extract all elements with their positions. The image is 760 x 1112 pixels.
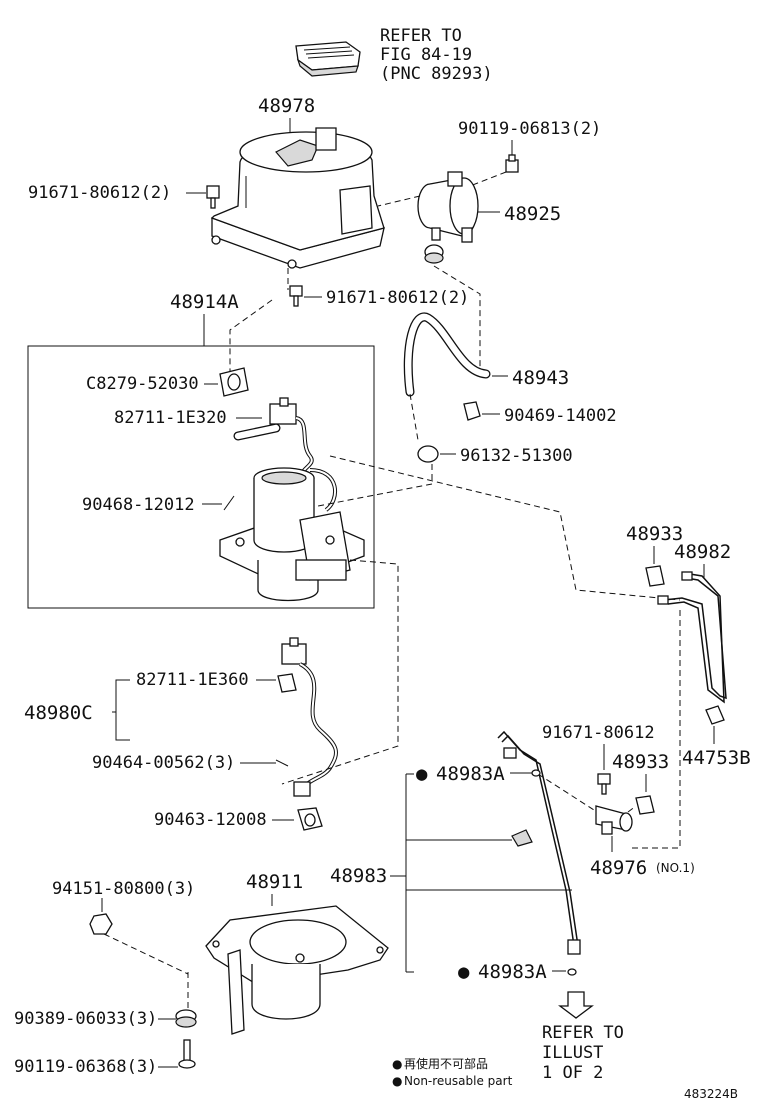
label-48933-lower[interactable]: 48933	[612, 751, 669, 773]
tie-90468-12012	[223, 495, 235, 511]
clamp-under-canister	[424, 244, 444, 264]
refer-bottom-line3: 1 OF 2	[542, 1063, 603, 1083]
nut-94151-80800	[89, 913, 113, 935]
pump-assembly-box	[27, 345, 375, 609]
pipe-48982	[657, 571, 727, 704]
clip-48933-lower	[635, 795, 655, 815]
label-91671-80612-2-upper[interactable]: 91671-80612(2)	[28, 183, 171, 203]
legend-english: Non-reusable part	[404, 1074, 513, 1088]
valve-48976	[595, 805, 633, 835]
clip-C8279-52030	[219, 367, 249, 397]
legend-bullet-jp: ●	[392, 1057, 402, 1071]
part-44753B	[705, 705, 725, 725]
refer-bottom-line2: ILLUST	[542, 1043, 603, 1063]
label-90469-14002[interactable]: 90469-14002	[504, 406, 617, 426]
refer-top-line3: (PNC 89293)	[380, 64, 493, 84]
legend-japanese: 再使用不可部品	[404, 1056, 488, 1071]
label-48911[interactable]: 48911	[246, 871, 303, 893]
label-82711-1E360[interactable]: 82711-1E360	[136, 670, 249, 690]
refer-top-line1: REFER TO	[380, 26, 462, 46]
pump-motor-48914A	[219, 467, 365, 602]
bracket-48911	[205, 905, 389, 1035]
label-48980C[interactable]: 48980C	[24, 702, 93, 724]
label-48983[interactable]: 48983	[330, 865, 387, 887]
label-48933-upper[interactable]: 48933	[626, 523, 683, 545]
label-48983A-bottom[interactable]: 48983A	[478, 961, 547, 983]
label-90464-00562[interactable]: 90464-00562(3)	[92, 753, 235, 773]
bushing-90389-06033	[175, 1009, 197, 1028]
label-48982[interactable]: 48982	[674, 541, 731, 563]
refer-top-line2: FIG 84-19	[380, 45, 472, 65]
label-48925[interactable]: 48925	[504, 203, 561, 225]
label-48978[interactable]: 48978	[258, 95, 315, 117]
label-90389-06033[interactable]: 90389-06033(3)	[14, 1009, 157, 1029]
bolt-91671-80612-upper	[206, 185, 220, 209]
label-48983A-top[interactable]: 48983A	[436, 763, 505, 785]
label-44753B[interactable]: 44753B	[682, 747, 751, 769]
clip-48933-upper	[645, 565, 665, 587]
label-90119-06368[interactable]: 90119-06368(3)	[14, 1057, 157, 1077]
arrow-down-icon	[558, 991, 594, 1019]
bolt-91671-80612-right	[597, 773, 611, 795]
ecu-module-reference	[295, 41, 361, 77]
clamp-96132-51300	[417, 445, 439, 463]
bullet-48983A-bottom: ●	[458, 961, 470, 983]
wire-48980C	[277, 637, 338, 797]
label-90119-06813[interactable]: 90119-06813(2)	[458, 119, 601, 139]
label-48943[interactable]: 48943	[512, 367, 569, 389]
pipe-sleeve	[233, 423, 281, 441]
bolt-90119-06368	[178, 1039, 196, 1069]
label-90463-12008[interactable]: 90463-12008	[154, 810, 267, 830]
label-82711-1E320[interactable]: 82711-1E320	[114, 408, 227, 428]
label-96132-51300[interactable]: 96132-51300	[460, 446, 573, 466]
bullet-48983A-top: ●	[416, 763, 428, 785]
cover-48978	[210, 127, 385, 269]
label-91671-80612-2-mid[interactable]: 91671-80612(2)	[326, 288, 469, 308]
label-94151-80800[interactable]: 94151-80800(3)	[52, 879, 195, 899]
label-90468-12012[interactable]: 90468-12012	[82, 495, 195, 515]
pipe-48983	[497, 730, 581, 976]
label-48914A[interactable]: 48914A	[170, 291, 239, 313]
refer-bottom-line1: REFER TO	[542, 1023, 624, 1043]
hose-48943	[403, 312, 491, 397]
label-91671-80612-right[interactable]: 91671-80612	[542, 723, 655, 743]
label-48976-note: (NO.1)	[656, 861, 695, 875]
clip-90463-12008	[297, 807, 323, 831]
bolt-91671-80612-mid	[289, 285, 303, 307]
tie-90464-00562	[275, 759, 289, 767]
legend-bullet-en: ●	[392, 1074, 402, 1088]
label-48976[interactable]: 48976	[590, 857, 647, 879]
canister-48925	[417, 171, 479, 243]
label-C8279-52030[interactable]: C8279-52030	[86, 374, 199, 394]
diagram-id: 483224B	[684, 1087, 738, 1101]
bolt-90119-06813	[505, 154, 519, 173]
clip-90469-14002	[463, 401, 481, 421]
